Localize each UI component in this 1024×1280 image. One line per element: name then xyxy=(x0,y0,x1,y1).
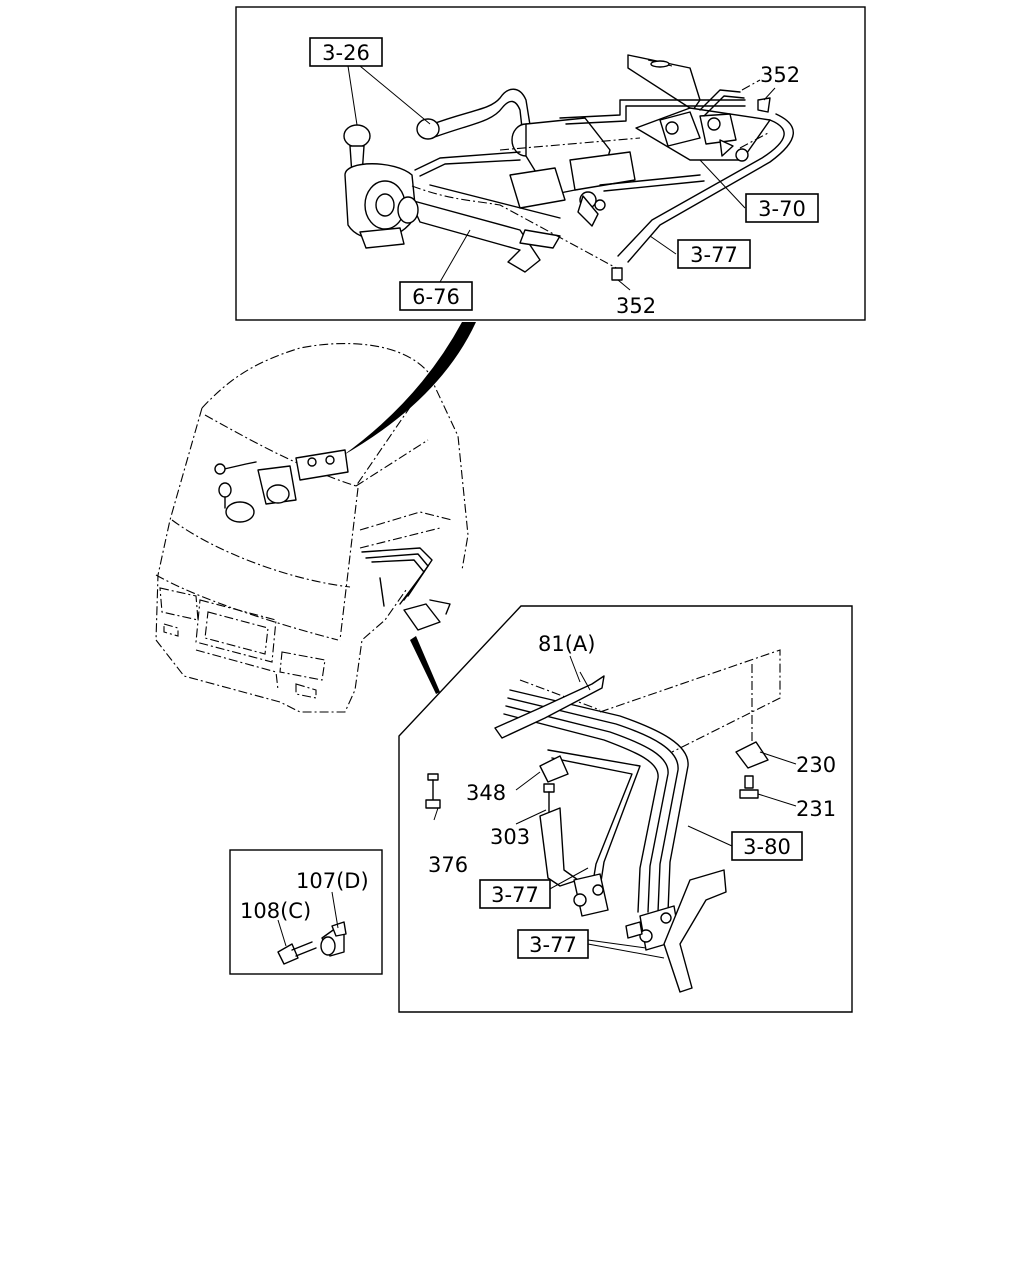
fitting-left xyxy=(573,873,609,917)
pipe-bundle-3-80 xyxy=(503,689,689,913)
callout-376: 376 xyxy=(428,853,468,877)
svg-text:6-76: 6-76 xyxy=(412,285,460,309)
callout-108c: 108(C) xyxy=(240,899,311,923)
bolt-303 xyxy=(543,783,555,813)
svg-text:3-80: 3-80 xyxy=(743,835,791,859)
callout-230: 230 xyxy=(796,753,836,777)
callout-3-70: 3-70 xyxy=(745,193,819,223)
callout-348: 348 xyxy=(466,781,506,805)
bracket-right xyxy=(663,869,727,993)
svg-text:3-77: 3-77 xyxy=(690,243,738,267)
pointer-wedge-bottom xyxy=(410,636,440,694)
bottom-right-detail-panel: 81(A) 230 231 348 303 376 3-80 3-77 3-77 xyxy=(398,605,853,1013)
bolt-376 xyxy=(425,773,441,809)
bolt-108c xyxy=(277,941,317,965)
callout-3-77-lower: 3-77 xyxy=(517,929,589,959)
callout-303: 303 xyxy=(490,825,530,849)
top-detail-panel: 3-26 352 3-70 3-77 6-76 352 xyxy=(235,6,866,321)
collar-107d xyxy=(320,921,347,957)
bottom-left-detail-panel: 107(D) 108(C) xyxy=(229,849,383,975)
top-pipes xyxy=(411,79,794,271)
leader-107d xyxy=(331,891,339,929)
clip-230 xyxy=(735,741,769,769)
callout-3-77-top: 3-77 xyxy=(677,239,751,269)
clamp-81a xyxy=(494,671,605,739)
clip-348 xyxy=(539,755,569,783)
fitting-352-upper xyxy=(757,97,771,113)
bracket-6-76 xyxy=(409,184,561,273)
svg-text:3-77: 3-77 xyxy=(529,933,577,957)
bracket-middle xyxy=(539,807,579,887)
valve-body xyxy=(509,117,636,227)
callout-3-26: 3-26 xyxy=(309,37,383,67)
leader-108c xyxy=(277,919,287,947)
svg-text:3-70: 3-70 xyxy=(758,197,806,221)
fitting-352-lower xyxy=(611,267,623,281)
truck-cab xyxy=(155,343,469,713)
actuator-3-26 xyxy=(343,88,531,249)
svg-text:3-77: 3-77 xyxy=(491,883,539,907)
callout-107d: 107(D) xyxy=(296,869,369,893)
callout-3-80: 3-80 xyxy=(731,831,803,861)
callout-3-77-middle: 3-77 xyxy=(479,879,551,909)
top-leaders xyxy=(347,65,776,291)
callout-352-lower: 352 xyxy=(616,294,656,318)
svg-text:3-26: 3-26 xyxy=(322,41,370,65)
callout-352-upper: 352 xyxy=(760,63,800,87)
bolt-231 xyxy=(739,775,759,799)
valve-3-70 xyxy=(627,54,771,162)
bottom-leaders xyxy=(433,655,797,959)
callout-81a: 81(A) xyxy=(538,632,595,656)
pointer-wedge-top xyxy=(342,322,476,456)
callout-231: 231 xyxy=(796,797,836,821)
callout-6-76: 6-76 xyxy=(399,281,473,311)
